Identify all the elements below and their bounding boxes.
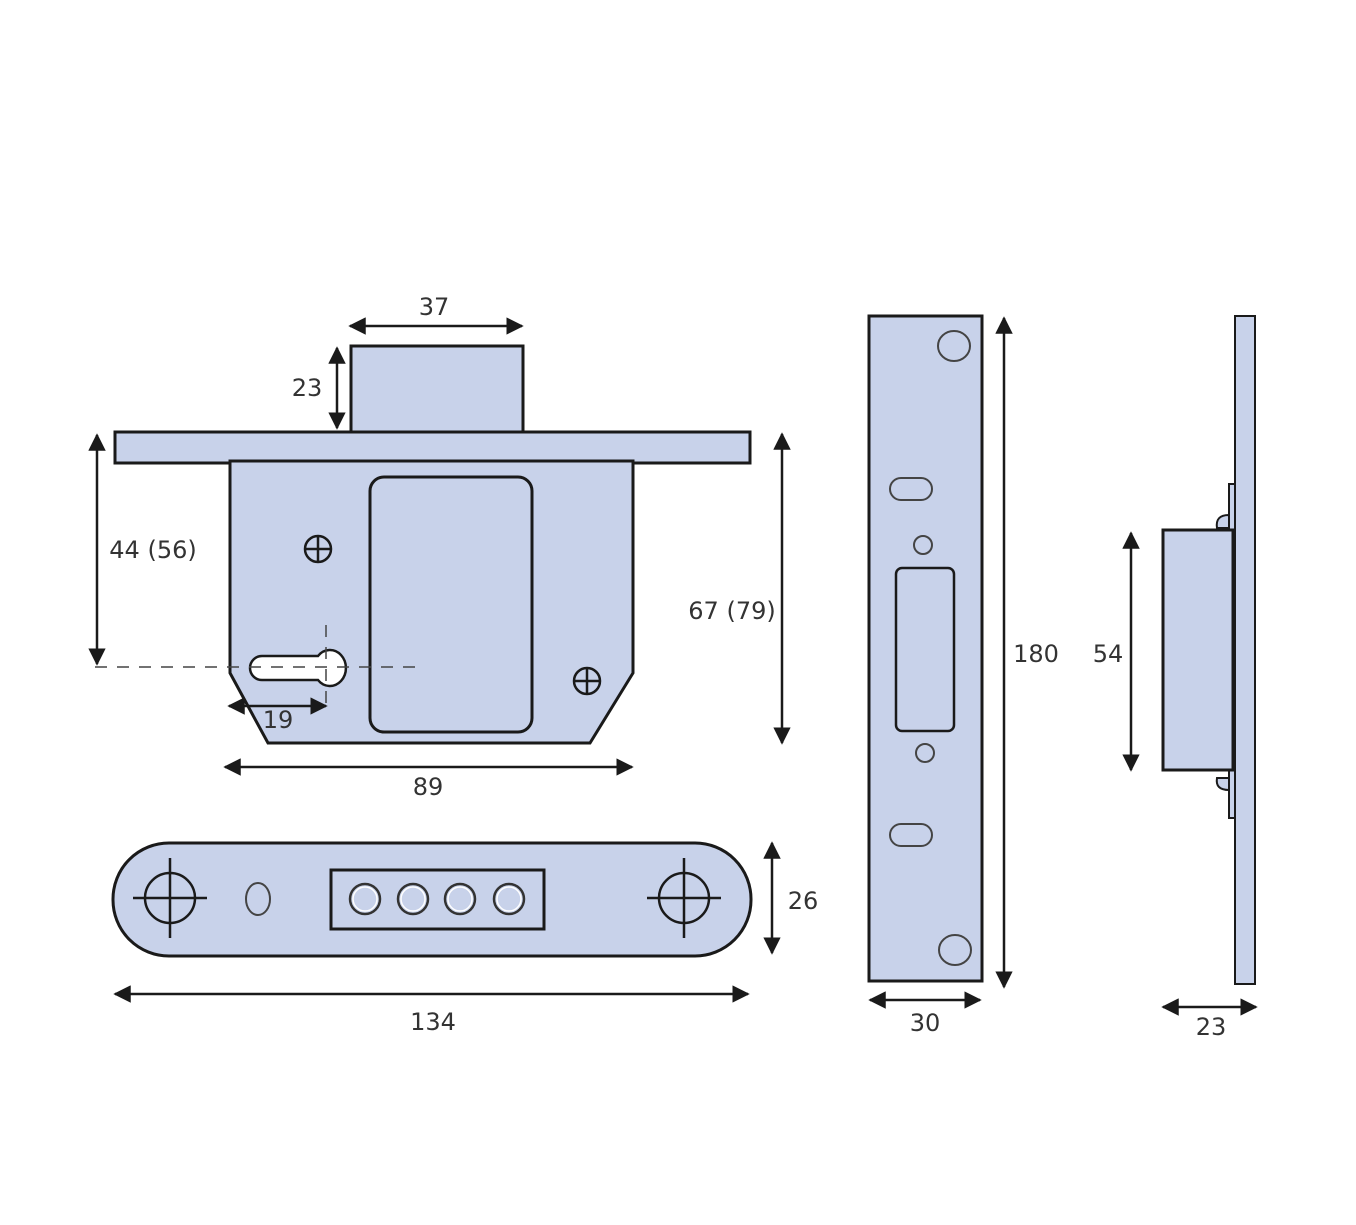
- screw-hole-icon: [937, 330, 971, 362]
- dim-label-body-height: 67 (79): [688, 597, 775, 625]
- dim-label-bolt-throw: 23: [292, 374, 323, 402]
- dim-label-forend-height: 26: [788, 887, 819, 915]
- slot-hole-icon: [889, 477, 933, 501]
- screw-hole-icon: [938, 934, 972, 966]
- inner-panel: [368, 475, 534, 734]
- strike-plate-view: 180 30: [867, 314, 1059, 1037]
- screw-hole-icon: [647, 858, 721, 938]
- lock-body-view: 37 23 44 (56) 67 (79) 19 89: [88, 293, 791, 801]
- dim-label-box-height: 54: [1093, 640, 1124, 668]
- keyhole-icon: [248, 648, 348, 688]
- forend-plate-view: 26 134: [111, 841, 819, 1036]
- small-hole-icon: [913, 535, 933, 555]
- screw-icon: [303, 534, 333, 564]
- dim-label-strike-width: 30: [910, 1009, 941, 1037]
- flange-rivet: [1215, 777, 1230, 792]
- screw-icon: [572, 666, 602, 696]
- dim-label-forend-length: 134: [410, 1008, 456, 1036]
- strike-box: [1161, 528, 1235, 772]
- screw-hole-icon: [133, 858, 207, 938]
- strike-plate-edge: [1234, 315, 1256, 985]
- small-hole-icon: [245, 882, 271, 916]
- dim-label-bolt-width: 37: [419, 293, 450, 321]
- bolt: [349, 344, 525, 436]
- bolt-window: [329, 868, 546, 931]
- dim-label-body-width: 89: [413, 773, 444, 801]
- forend: [113, 430, 752, 465]
- dim-label-backset: 44 (56): [109, 536, 196, 564]
- strike-plate: [867, 314, 984, 983]
- slot-hole-icon: [889, 823, 933, 847]
- dim-label-keyhole-offset: 19: [263, 706, 294, 734]
- strike-opening: [894, 566, 956, 733]
- bolt-rollers: [348, 882, 526, 916]
- strike-box-view: 54 23: [1093, 315, 1258, 1041]
- dim-label-box-depth: 23: [1196, 1013, 1227, 1041]
- dim-label-strike-height: 180: [1013, 640, 1059, 668]
- flange-rivet: [1215, 513, 1230, 529]
- small-hole-icon: [915, 743, 935, 763]
